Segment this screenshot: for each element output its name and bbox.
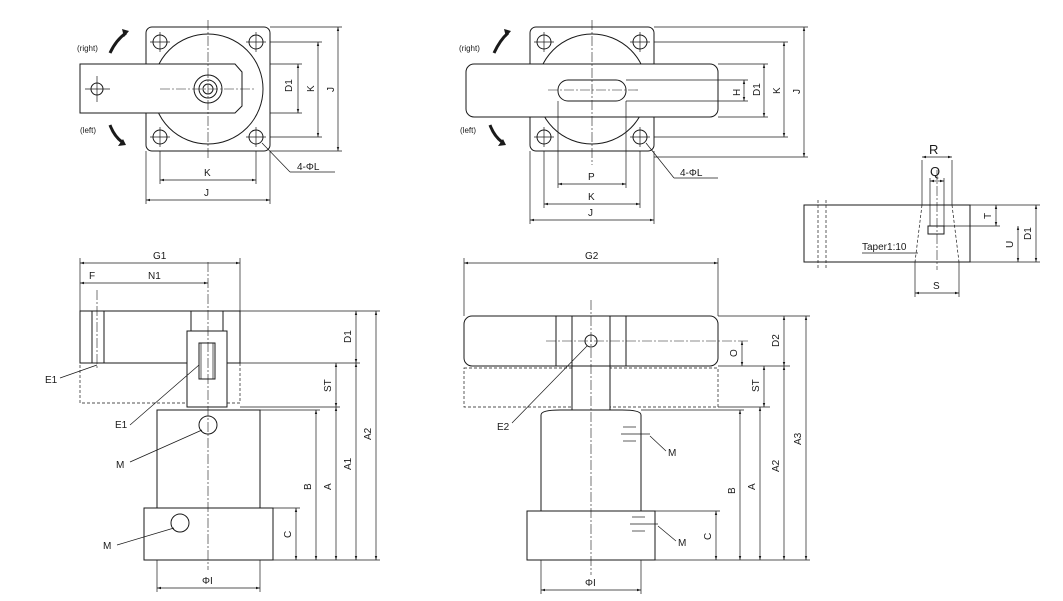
dim-h: H [732, 89, 743, 96]
dim-c: C [703, 533, 714, 540]
dim-o: O [729, 349, 740, 357]
mounting-holes [150, 32, 266, 147]
dim-a2: A2 [363, 427, 374, 440]
label-left: (left) [460, 126, 476, 135]
label-right: (right) [77, 44, 98, 53]
dim-a: A [323, 483, 334, 490]
port-lower [170, 513, 190, 533]
flange-base [526, 510, 656, 561]
dim-a2: A2 [771, 459, 782, 472]
callout-m-upper: M [668, 448, 676, 459]
callout-m-lower: M [678, 538, 686, 549]
dim-d1: D1 [284, 79, 295, 92]
hole-callout: 4-ΦL [297, 162, 320, 173]
dim-r: R [929, 142, 938, 157]
callout-e1-top: E1 [45, 375, 58, 386]
top-left-view: (right) (left) D1 K J K J 4-ΦL [77, 20, 342, 204]
dim-p: P [588, 172, 595, 183]
callout-m-upper: M [116, 460, 124, 471]
top-right-view: (right) (left) H D1 K J P K J 4-ΦL [459, 20, 808, 224]
dim-t: T [983, 213, 994, 219]
front-right-view: G2 D2 O ST B A A2 A3 C ΦI E2 M M [463, 251, 810, 594]
dim-a3: A3 [793, 432, 804, 445]
mounting-holes [534, 32, 650, 147]
rotate-right-arrow [108, 31, 127, 54]
dim-a: A [747, 483, 758, 490]
dim-j-vertical: J [326, 87, 337, 92]
dim-b: B [303, 483, 314, 490]
key-slot [927, 225, 945, 235]
dim-k-vertical: K [772, 87, 783, 94]
clamp-nut [190, 310, 224, 332]
dim-a1: A1 [343, 457, 354, 470]
taper-label: Taper1:10 [862, 242, 907, 253]
clamp-arm [79, 63, 243, 114]
dim-d1: D1 [343, 330, 354, 343]
dim-d1: D1 [752, 83, 763, 96]
dim-g2: G2 [585, 251, 599, 262]
dim-phi-i: ΦI [585, 578, 596, 589]
dim-j-horizontal: J [204, 188, 209, 199]
flange-base [143, 507, 274, 561]
dim-s: S [933, 281, 940, 292]
dim-b: B [727, 487, 738, 494]
dim-k-horizontal: K [204, 168, 211, 179]
dim-st: ST [751, 379, 762, 392]
dim-n1: N1 [148, 271, 161, 282]
dim-g1: G1 [153, 251, 167, 262]
hole-callout: 4-ΦL [680, 168, 703, 179]
dim-st: ST [323, 379, 334, 392]
dim-k-horizontal: K [588, 192, 595, 203]
cylinder-body [156, 409, 261, 509]
dim-k-vertical: K [306, 85, 317, 92]
dim-u: U [1005, 241, 1016, 248]
front-left-view: G1 F N1 D1 ST B A A1 A2 C ΦI E1 E1 M [45, 251, 380, 592]
dim-c: C [283, 531, 294, 538]
taper-detail: R Q T U D1 S Taper1:10 [803, 142, 1040, 297]
dim-j-horizontal: J [588, 208, 593, 219]
callout-e1-bottom: E1 [115, 420, 128, 431]
taper-block [803, 204, 971, 263]
callout-e2: E2 [497, 422, 510, 433]
label-left: (left) [80, 126, 96, 135]
dim-f: F [89, 271, 95, 282]
dim-phi-i: ΦI [202, 576, 213, 587]
dim-q: Q [930, 164, 940, 179]
rotate-left-arrow [108, 124, 123, 144]
dim-j-vertical: J [792, 89, 803, 94]
label-right: (right) [459, 44, 480, 53]
callout-m-lower: M [103, 541, 111, 552]
dim-d1: D1 [1023, 227, 1034, 240]
dim-d2: D2 [771, 334, 782, 347]
rotate-left-arrow [488, 124, 503, 144]
